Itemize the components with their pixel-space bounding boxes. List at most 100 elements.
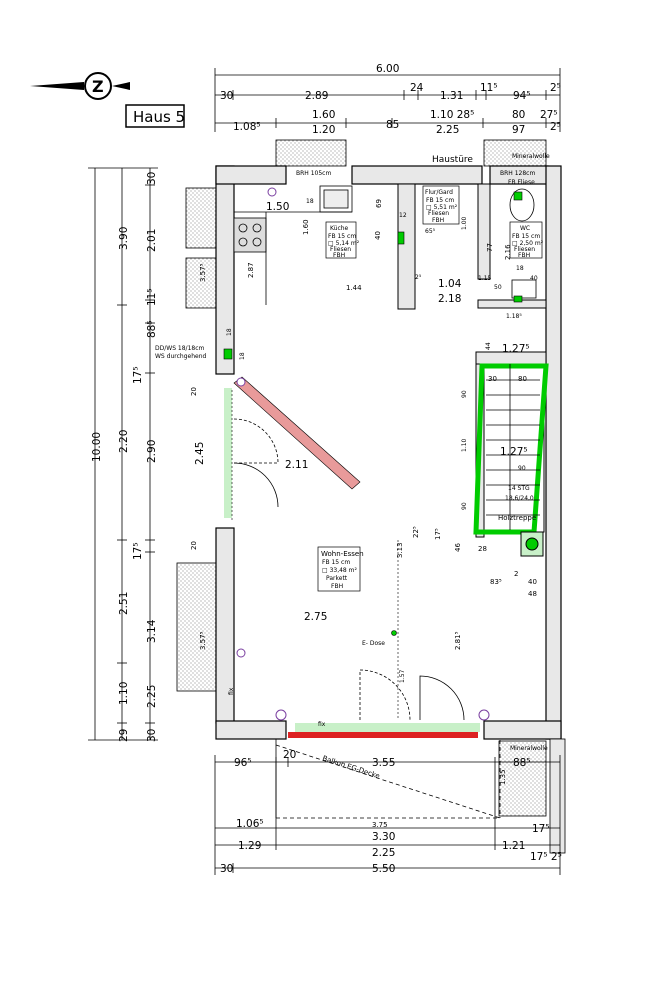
dim-top-r2a-3: 80: [512, 109, 525, 121]
dim-left-inner-3: 11⁵: [146, 288, 158, 306]
window-highlights: [224, 388, 480, 732]
mineral-wool-top: Mineralwolle: [512, 153, 550, 160]
dim-brh-kitchen: BRH 105cm: [296, 170, 331, 177]
svg-text:Parkett: Parkett: [326, 575, 348, 582]
dim-bottom-r4-2: 5.50: [372, 863, 395, 875]
dim-total-depth: 10.00: [91, 432, 103, 462]
dim-313: 3.13: [396, 542, 404, 558]
dim-104: 1.04: [438, 278, 462, 290]
dim-bottom-r1-2: 20: [283, 749, 296, 761]
stair-label: Holztreppe: [498, 514, 536, 522]
dim-150: 1.50: [266, 201, 289, 213]
dim-top-r2b-6: 2⁵: [550, 121, 561, 133]
entrance-label: Haustüre: [432, 155, 473, 165]
svg-text:Fliesen: Fliesen: [330, 246, 351, 253]
dim-bottom-r3-right: 17⁵ 2⁵: [530, 851, 562, 863]
marker-icon: [236, 377, 246, 387]
dim-bottom-r4-1: 30: [220, 863, 233, 875]
marker-icon: [223, 348, 233, 360]
dim-top-r1-6: 94⁵: [513, 90, 531, 102]
dim-12: 12: [399, 212, 407, 219]
dim-118: 1.18⁵: [506, 313, 522, 320]
dim-115: 1.15: [478, 275, 492, 282]
dim-bottom-r2-3: 3.30: [372, 831, 395, 843]
dim-left-inner-10: 30: [146, 729, 158, 742]
dim-brh-wc: BRH 128cm: [500, 170, 535, 177]
dim-left-inner-6: 2.90: [146, 440, 158, 463]
stair-ratio: 18,6/24,0: [505, 495, 534, 502]
dim-top-r2a-2: 1.10 28⁵: [430, 109, 474, 121]
dim-top-r1-7: 2⁵: [550, 82, 561, 94]
dim-40: 40: [374, 231, 382, 240]
fix-bottom-label: fix: [318, 721, 326, 728]
marker-symbols: [236, 187, 490, 721]
dim-25: 2⁵: [415, 274, 422, 281]
stair-count: 14 STG: [508, 485, 530, 492]
balcony-door-sill: [288, 732, 478, 738]
dim-left-outer-3: 2.51: [118, 592, 130, 615]
dim-216: 2.16: [504, 244, 512, 260]
dim-275: 2.75: [304, 611, 327, 623]
dim-top-r2b-3: 85: [386, 119, 399, 131]
dim-bottom-r2-right: 17⁵: [532, 823, 550, 835]
dim-left-inner-9: 2.25: [146, 685, 158, 708]
dim-left-inner-8: 3.14: [146, 619, 158, 643]
dim-2: 2: [514, 570, 518, 578]
dim-left-outer-1: 3.90: [118, 227, 130, 250]
wc-fixtures: [509, 188, 537, 299]
top-dimensions: [214, 68, 561, 132]
dim-18c: 18: [226, 328, 233, 336]
green-markers: [223, 191, 523, 636]
svg-text:FB 15 cm: FB 15 cm: [512, 233, 540, 240]
dim-left-outer-4: 1.10: [118, 682, 130, 705]
title-box: [125, 104, 185, 128]
dim-top-r2a-4: 27⁵: [540, 109, 558, 121]
dim-bottom-r2-1: 1.06⁵: [236, 818, 264, 830]
svg-text:FBH: FBH: [331, 583, 343, 590]
dim-357b: 3.57⁵: [199, 631, 207, 650]
dim-46: 46: [454, 543, 462, 552]
svg-text:Wohn-Essen: Wohn-Essen: [321, 550, 364, 558]
dd-ws-label: DD/WS 18/18cm: [155, 345, 205, 352]
socket-label: E- Dose: [362, 640, 385, 647]
room-tag-flur: Flur/Gard FB 15 cm □ 5,51 m² Fliesen FBH: [422, 185, 460, 225]
dim-18a: 18: [306, 198, 314, 205]
svg-text:FBH: FBH: [333, 252, 345, 259]
dim-90c: 90: [518, 465, 526, 472]
dim-40c: 40: [528, 578, 537, 586]
svg-text:□ 5,51 m²: □ 5,51 m²: [426, 204, 458, 211]
dim-28: 28: [478, 545, 487, 553]
balcony-outline: [275, 738, 566, 854]
left-dimensions: [88, 167, 158, 741]
dim-48: 48: [528, 590, 537, 598]
svg-text:FB 15 cm: FB 15 cm: [426, 197, 454, 204]
dim-127a: 1.27⁵: [502, 343, 530, 355]
svg-text:FBH: FBH: [518, 252, 530, 259]
dim-218: 2.18: [438, 293, 461, 305]
dim-top-r2a-1: 1.60: [312, 109, 335, 121]
dim-80: 80: [518, 375, 527, 383]
dim-bottom-r1-1: 96⁵: [234, 757, 252, 769]
dim-top-r1-4: 1.31: [440, 90, 463, 102]
dim-top-r1-2: 2.89: [305, 90, 328, 102]
marker-icon: [478, 709, 490, 721]
doors: [233, 418, 465, 721]
dim-top-r2b-2: 1.20: [312, 124, 335, 136]
svg-text:□ 2,50 m²: □ 2,50 m²: [512, 240, 544, 247]
staircase: [473, 363, 549, 557]
bottom-dimensions: [214, 755, 561, 875]
dim-left-inner-7: 17⁵: [132, 542, 144, 560]
dim-left-inner-2: 2.01: [146, 229, 158, 252]
dim-90a: 90: [461, 390, 468, 398]
dim-total-width: 6.00: [376, 63, 399, 75]
ws-durch-label: WS durchgehend: [155, 353, 206, 360]
dim-top-r1-5: 11⁵: [480, 82, 498, 94]
dim-110: 1.10: [461, 438, 468, 452]
beam-marking: [233, 376, 361, 490]
svg-text:Z: Z: [92, 77, 104, 96]
dim-77: 77: [486, 243, 494, 252]
dim-30: 30: [488, 375, 497, 383]
dim-175: 17⁵: [434, 528, 442, 540]
